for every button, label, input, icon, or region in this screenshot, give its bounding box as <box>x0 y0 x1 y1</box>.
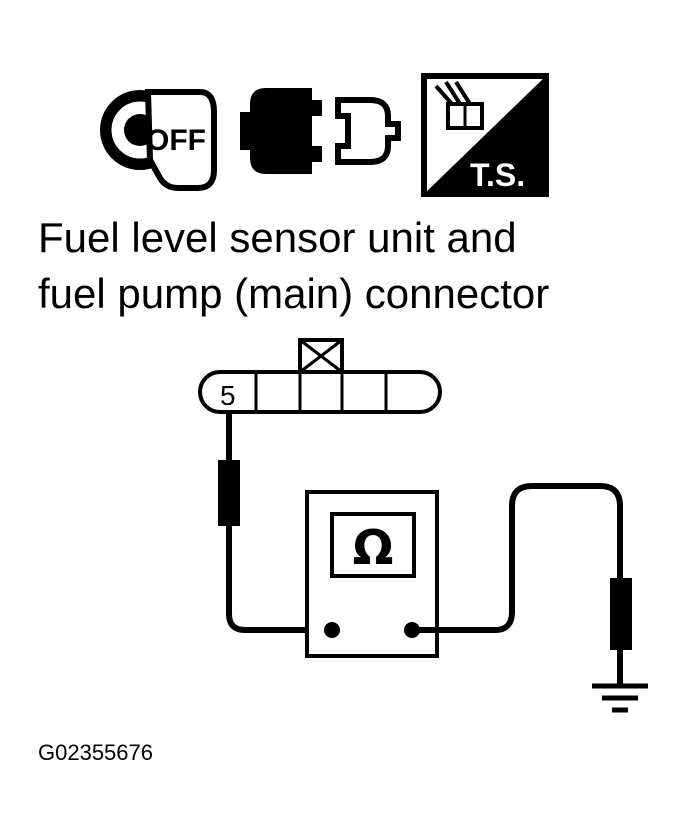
disconnect-connector-icon <box>240 88 401 174</box>
ignition-key-off-icon: OFF <box>100 89 217 191</box>
ts-label: T.S. <box>470 157 525 193</box>
harness-connector: 5 <box>198 338 442 414</box>
off-label: OFF <box>146 124 206 157</box>
ts-harness-icon: T.S. <box>421 73 549 197</box>
connector-lock-tab <box>298 338 344 374</box>
probe-tip <box>218 460 240 526</box>
probe-tip <box>610 578 632 650</box>
pin-5-label: 5 <box>220 380 236 411</box>
probe-lead-right <box>412 483 632 684</box>
title-line-2: fuel pump (main) connector <box>38 270 549 317</box>
probe-lead-left <box>218 412 330 633</box>
title-line-1: Fuel level sensor unit and <box>38 214 517 261</box>
ohmmeter-icon: Ω <box>305 490 439 658</box>
ground-symbol-icon <box>592 683 648 713</box>
meter-terminal-left <box>324 622 340 638</box>
ohm-symbol: Ω <box>353 520 394 576</box>
figure-code: G02355676 <box>38 740 153 765</box>
